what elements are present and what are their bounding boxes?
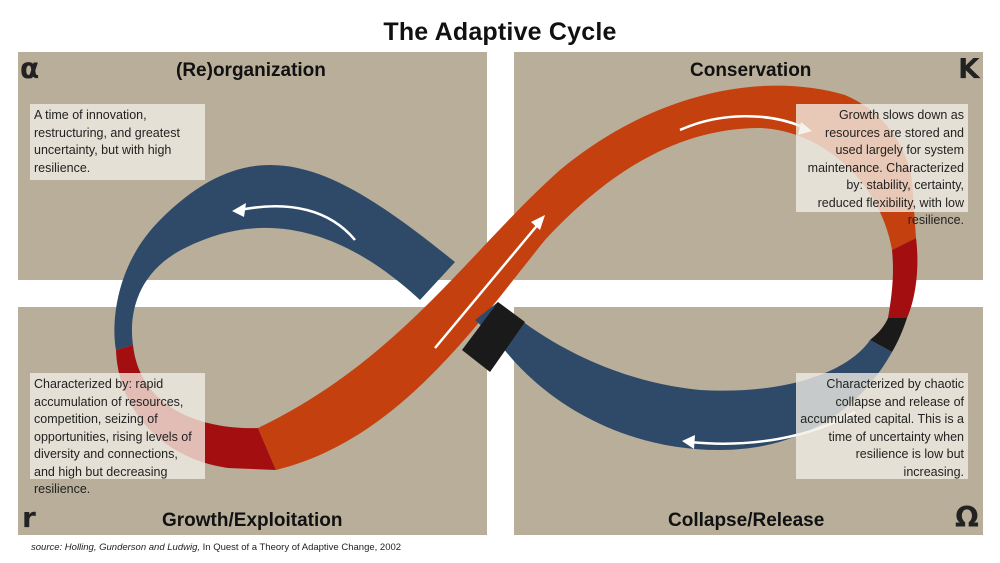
arrow-conservation bbox=[679, 115, 806, 132]
arrow-growth-head bbox=[531, 215, 545, 230]
description-growth-exploitation: Characterized by: rapid accumulation of … bbox=[30, 373, 205, 496]
source-citation: source: Holling, Gunderson and Ludwig, I… bbox=[31, 542, 401, 553]
page-title: The Adaptive Cycle bbox=[383, 18, 617, 46]
description-reorganization: A time of innovation, restructuring, and… bbox=[30, 104, 205, 180]
source-prefix: source: bbox=[31, 542, 63, 553]
band-collapse-release bbox=[475, 302, 892, 450]
description-conservation: Growth slows down as resources are store… bbox=[796, 104, 968, 227]
arrow-growth bbox=[434, 221, 541, 349]
band-release-black bbox=[870, 318, 907, 352]
arrow-reorganization bbox=[239, 205, 356, 241]
band-growth-conservation bbox=[258, 85, 916, 470]
source-authors: Holling, Gunderson and Ludwig, bbox=[64, 542, 200, 553]
label-conservation: Conservation bbox=[690, 60, 812, 81]
label-growth-exploitation: Growth/Exploitation bbox=[162, 510, 343, 531]
symbol-r: r bbox=[22, 501, 36, 534]
label-reorganization: (Re)organization bbox=[176, 60, 326, 81]
source-work: In Quest of a Theory of Adaptive Change,… bbox=[202, 542, 402, 553]
symbol-omega: Ω bbox=[955, 501, 979, 534]
band-reorganization bbox=[114, 165, 456, 350]
symbol-k: K bbox=[958, 52, 980, 85]
arrow-reorganization-head bbox=[232, 203, 246, 217]
label-collapse-release: Collapse/Release bbox=[668, 510, 825, 531]
arrow-release-head bbox=[682, 435, 695, 449]
band-growth-red bbox=[116, 345, 276, 470]
band-conservation-red bbox=[888, 238, 918, 318]
band-crossing-black bbox=[462, 302, 525, 372]
symbol-alpha: α bbox=[20, 52, 40, 85]
description-collapse-release: Characterized by chaotic collapse and re… bbox=[796, 373, 968, 479]
